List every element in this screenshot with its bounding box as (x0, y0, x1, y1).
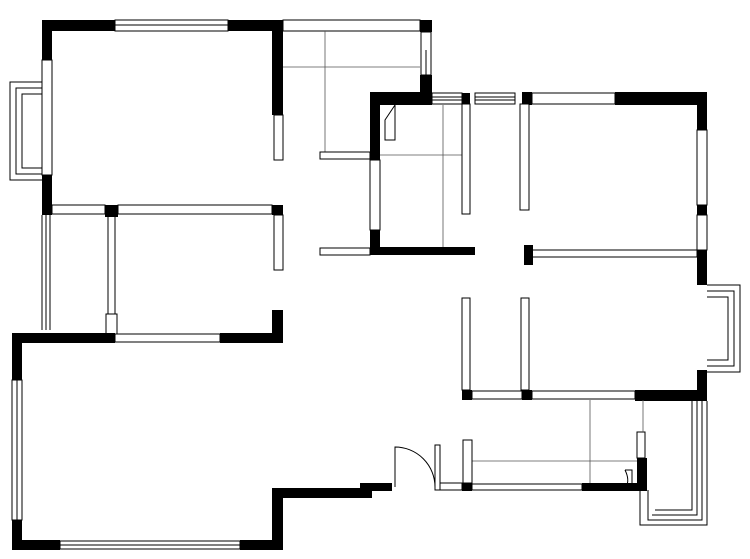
wall-partition (519, 103, 530, 211)
wall (42, 20, 52, 60)
room-living (11, 333, 441, 550)
wall (12, 540, 60, 550)
wall (462, 390, 472, 400)
wall (360, 483, 372, 498)
wall-partition (273, 214, 284, 271)
entrance-door[interactable] (394, 446, 436, 488)
wall (370, 247, 475, 255)
window (531, 92, 616, 105)
wall (697, 92, 707, 130)
wall (42, 205, 52, 215)
room-left-middle (41, 204, 284, 343)
wall (522, 92, 532, 105)
window (41, 215, 51, 330)
wall (42, 20, 115, 31)
wall (462, 93, 470, 104)
wall (635, 390, 707, 401)
wall (12, 333, 22, 380)
room-bottom-right (439, 400, 708, 526)
window (114, 333, 221, 343)
wall (272, 488, 372, 498)
bay-window (707, 284, 741, 373)
wall (420, 20, 432, 32)
wall (372, 483, 392, 491)
balcony-rails (639, 401, 708, 526)
wall (370, 230, 380, 255)
wall-partition (461, 297, 471, 391)
window (369, 159, 381, 231)
wall (105, 205, 118, 217)
fixture (384, 103, 396, 141)
room-top-left (9, 19, 284, 215)
wall-partition (105, 313, 118, 335)
wall-partition (462, 439, 473, 484)
wall (637, 458, 647, 490)
wall-partition (461, 103, 471, 215)
window (474, 92, 516, 105)
wall-partition (520, 297, 530, 391)
room-top-middle (282, 19, 432, 256)
window (471, 390, 523, 400)
room-center (369, 92, 532, 255)
wall (582, 483, 647, 491)
wall (272, 205, 283, 215)
sliding-door (107, 217, 116, 314)
wall (272, 310, 283, 343)
wall (272, 20, 283, 115)
wall (697, 370, 707, 400)
wall (42, 175, 52, 215)
room-top-right (524, 92, 708, 285)
room-right (461, 284, 741, 401)
wall (370, 92, 380, 160)
wall (228, 20, 283, 31)
wall (697, 250, 707, 285)
door-jamb (434, 444, 441, 491)
wall-partition (319, 247, 371, 256)
window (696, 129, 708, 206)
wall (220, 333, 283, 343)
wall (615, 92, 707, 105)
wall (12, 520, 22, 550)
wall-thin (282, 19, 421, 32)
wall (272, 490, 283, 550)
wall-partition (319, 151, 371, 160)
wall (522, 390, 532, 400)
wall (370, 92, 432, 105)
wall-thin (439, 482, 463, 491)
wall (240, 540, 283, 550)
window (431, 92, 463, 105)
wall-thin (471, 483, 583, 491)
wall-thin (117, 204, 273, 215)
wall-partition (531, 249, 698, 258)
window (636, 431, 646, 459)
wall (12, 333, 115, 343)
window (531, 390, 636, 400)
wall-partition (273, 114, 284, 161)
wall (697, 205, 707, 215)
wall-thin (51, 204, 106, 215)
bay-window (9, 81, 42, 181)
wall (462, 483, 472, 491)
wall-thin (696, 214, 708, 251)
window (41, 59, 53, 176)
wall (524, 245, 533, 265)
